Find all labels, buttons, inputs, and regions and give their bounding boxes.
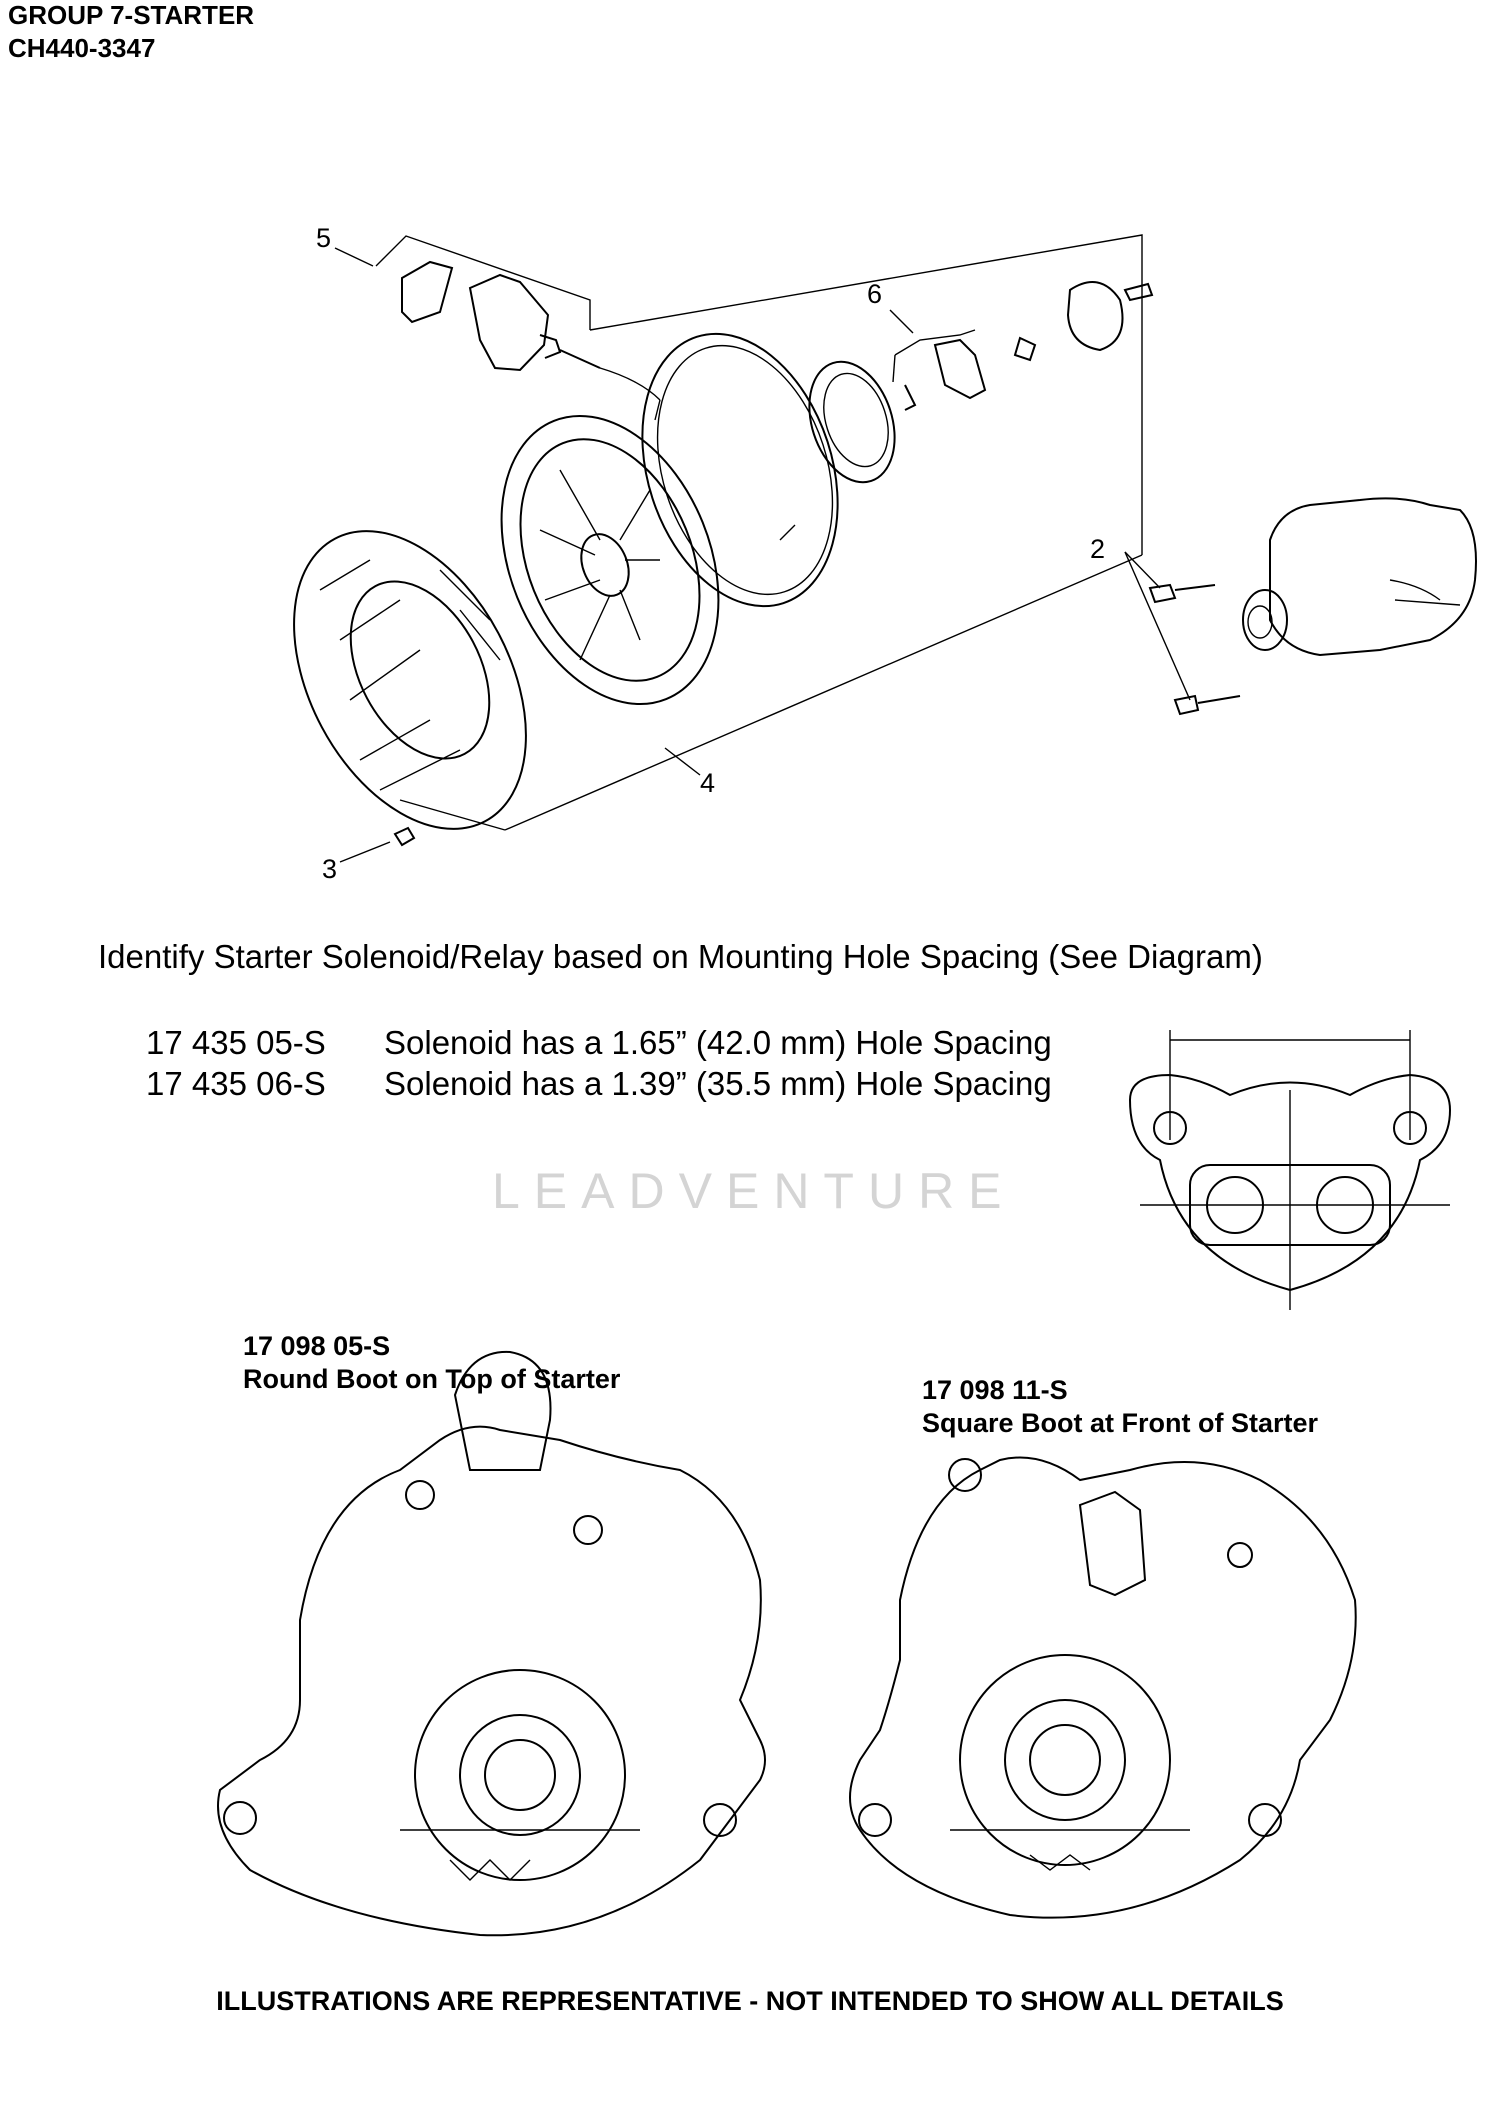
- solenoid-hole-diagram: [1128, 1030, 1452, 1310]
- solenoid-code-2: 17 435 06-S: [146, 1065, 326, 1102]
- starter-handle: [401, 260, 661, 401]
- round-boot-code: 17 098 05-S: [243, 1331, 391, 1361]
- recoil-spring: [808, 360, 896, 484]
- square-boot-label: Square Boot at Front of Starter: [922, 1408, 1319, 1438]
- watermark: LEADVENTURE: [492, 1163, 1016, 1219]
- model-number: CH440-3347: [8, 33, 156, 63]
- leader-5: [334, 247, 374, 267]
- starter-square-boot-drawing: [849, 1456, 1357, 1919]
- solenoid-desc-1: Solenoid has a 1.65” (42.0 mm) Hole Spac…: [384, 1024, 1052, 1061]
- round-boot-label: Round Boot on Top of Starter: [243, 1364, 621, 1394]
- callout-3: 3: [322, 854, 337, 884]
- rewind-pulley: [500, 414, 720, 706]
- leader-4: [664, 747, 701, 776]
- electric-starter: [1242, 497, 1477, 657]
- callout-4: 4: [700, 768, 715, 798]
- solenoid-desc-2: Solenoid has a 1.39” (35.5 mm) Hole Spac…: [384, 1065, 1052, 1102]
- group-title: GROUP 7-STARTER: [8, 0, 255, 30]
- assembly-boundary: [375, 234, 1143, 831]
- pawl-kit: [892, 281, 1154, 411]
- fan-shroud: [293, 530, 527, 830]
- leader-3: [339, 841, 391, 863]
- footer-disclaimer: ILLUSTRATIONS ARE REPRESENTATIVE - NOT I…: [216, 1986, 1284, 2016]
- starter-round-boot-drawing: [217, 1350, 766, 1937]
- callout-5: 5: [316, 223, 331, 253]
- square-boot-code: 17 098 11-S: [922, 1375, 1068, 1405]
- screw-part-3: [393, 826, 416, 847]
- solenoid-instruction: Identify Starter Solenoid/Relay based on…: [98, 938, 1263, 975]
- bolts-part-2: [1124, 551, 1241, 716]
- callout-6: 6: [867, 279, 882, 309]
- callout-2: 2: [1090, 534, 1105, 564]
- solenoid-code-1: 17 435 05-S: [146, 1024, 326, 1061]
- rope: [641, 332, 839, 608]
- leader-6: [889, 309, 914, 334]
